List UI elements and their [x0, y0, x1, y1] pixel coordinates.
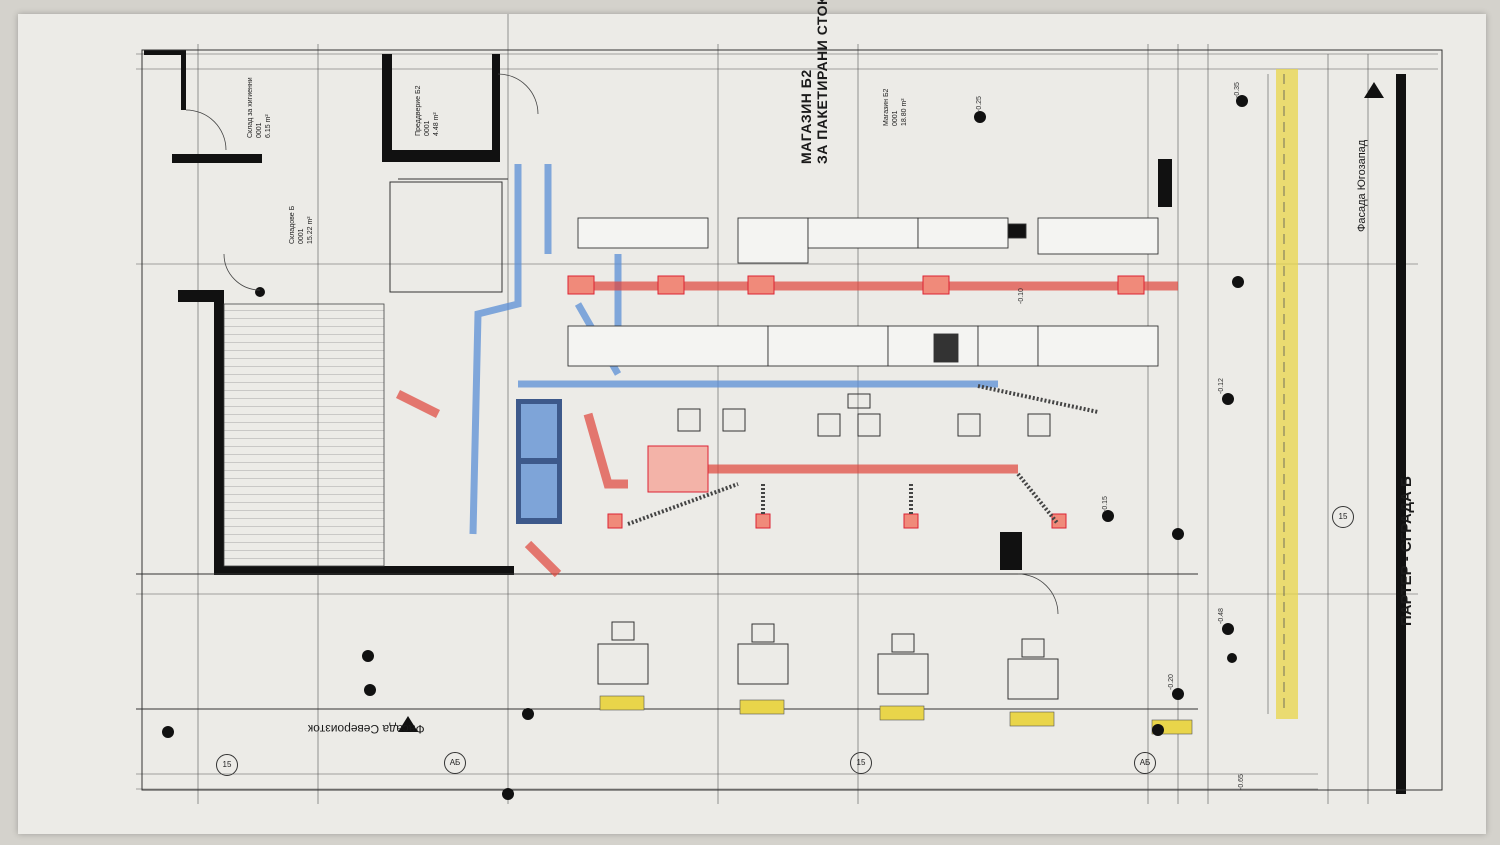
floor-title: ПАРТЕР - СГРАДА Б: [1398, 476, 1415, 626]
axis-marker: 15: [216, 754, 238, 776]
room-code: 0001: [424, 120, 431, 136]
dimension-lines: [136, 14, 1438, 804]
room-label: Склад за хигиенни 0001 6.15 m²: [246, 77, 273, 138]
facade-strip: [1276, 69, 1298, 719]
room-name: Преддверие Б2: [415, 85, 422, 137]
facade-southwest-label: Фасада Югозапад: [1356, 139, 1368, 232]
room-name: Магазин Б2: [883, 88, 890, 126]
level-label: -0.10: [1018, 288, 1025, 304]
room-label: Складове Б 0001 15.22 m²: [288, 206, 315, 244]
level-label: -0.35: [1234, 82, 1241, 98]
level-label: -0.15: [1102, 496, 1109, 512]
room-area: 6.15 m²: [265, 114, 272, 138]
room-label: Преддверие Б2 0001 4.48 m²: [414, 86, 441, 137]
level-label: -0.65: [1238, 774, 1245, 790]
walls: [144, 50, 1406, 794]
indoor-tables: [677, 393, 1051, 437]
flex-ducts: [627, 384, 1099, 526]
facade-northeast-label: Фасада Североизток: [308, 722, 425, 736]
level-markers: [162, 95, 1248, 800]
level-label: -0.48: [1218, 608, 1225, 624]
level-label: -0.25: [976, 96, 983, 112]
red-grilles: [567, 275, 1145, 529]
section-triangle-sw: [1364, 82, 1384, 98]
axis-marker: АБ: [444, 752, 466, 774]
room-code: 0001: [256, 122, 263, 138]
room-area: 15.22 m²: [307, 216, 314, 244]
room-name: Склад за хигиенни: [247, 77, 254, 138]
level-label: -0.20: [1168, 674, 1175, 690]
axis-marker: АБ: [1134, 752, 1156, 774]
store-title-line2: ЗА ПАКЕТИРАНИ СТОКИ: [814, 0, 830, 164]
store-title-line1: МАГАЗИН Б2: [798, 69, 814, 164]
room-code: 0001: [892, 110, 899, 126]
room-code: 0001: [298, 228, 305, 244]
axis-marker: 15: [1332, 506, 1354, 528]
room-area: 18.80 m²: [901, 98, 908, 126]
section-triangle-ne: [398, 716, 418, 732]
kitchen-equipment: [567, 217, 1159, 367]
plan-sheet: МАГАЗИН Б2 ЗА ПАКЕТИРАНИ СТОКИ ПАРТЕР - …: [18, 0, 1486, 834]
door-swings: [185, 73, 1059, 615]
store-title: МАГАЗИН Б2 ЗА ПАКЕТИРАНИ СТОКИ: [798, 0, 830, 164]
axis-marker: 15: [850, 752, 872, 774]
yellow-markers: [599, 695, 1193, 735]
terrace-tables: [597, 621, 1059, 700]
level-label: -0.12: [1218, 378, 1225, 394]
room-name: Складове Б: [289, 205, 296, 244]
staircase: [223, 303, 385, 567]
floor-plan-drawing: [136, 14, 1443, 804]
room-label: Магазин Б2 0001 18.80 m²: [882, 89, 909, 126]
room-area: 4.48 m²: [433, 112, 440, 136]
